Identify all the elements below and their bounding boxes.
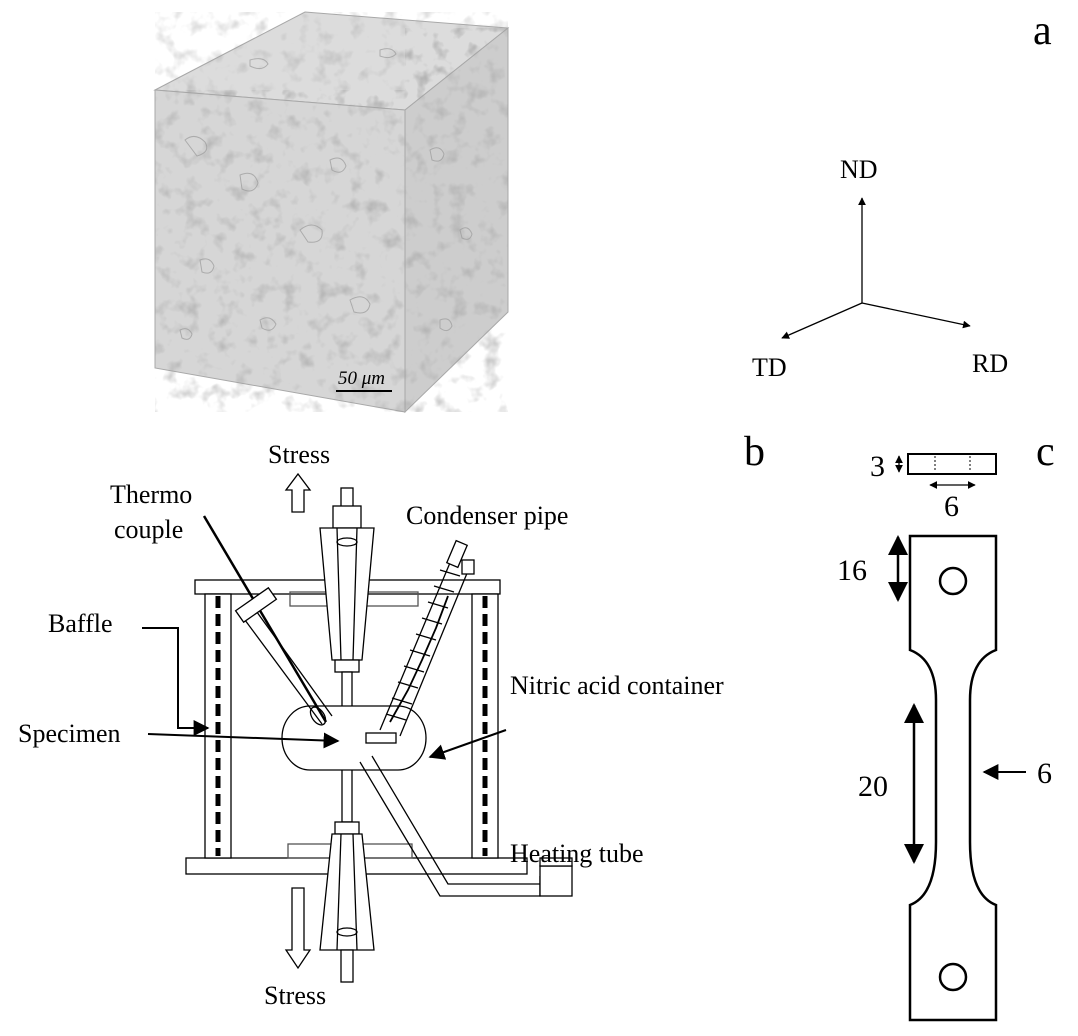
lower-grip bbox=[319, 833, 375, 951]
acid-container bbox=[281, 705, 427, 771]
top-width-label: 6 bbox=[944, 490, 959, 523]
grip-length-label: 16 bbox=[837, 554, 867, 587]
apparatus bbox=[185, 472, 573, 983]
specimen-drawing bbox=[888, 453, 1026, 1022]
specimen-label: Specimen bbox=[18, 719, 121, 748]
thickness-label: 3 bbox=[870, 450, 885, 483]
stress-top-label: Stress bbox=[268, 440, 330, 469]
leader-lines bbox=[142, 627, 507, 760]
panel-label-a: a bbox=[1033, 8, 1052, 54]
nitric-label: Nitric acid container bbox=[510, 671, 724, 700]
nd-label: ND bbox=[840, 155, 878, 184]
nitric-leader bbox=[428, 729, 507, 760]
gauge-width-label: 6 bbox=[1037, 757, 1052, 790]
thermocouple bbox=[202, 515, 328, 723]
panel-label-b: b bbox=[744, 429, 765, 475]
rd-axis bbox=[861, 302, 971, 329]
stress-arrow-bottom bbox=[284, 887, 312, 970]
micrograph-cube: 50 μm bbox=[153, 11, 510, 414]
bottom-hole bbox=[938, 962, 968, 992]
gauge-length-label: 20 bbox=[858, 770, 888, 803]
baffle-label: Baffle bbox=[48, 609, 113, 638]
dogbone-outline bbox=[908, 534, 998, 1022]
rd-label: RD bbox=[972, 349, 1008, 378]
baffle-leader bbox=[142, 627, 210, 736]
heating-tube bbox=[359, 755, 541, 897]
cross-section bbox=[907, 453, 997, 475]
scale-bar-label: 50 μm bbox=[338, 368, 385, 389]
stress-arrow-top bbox=[284, 472, 312, 513]
td-axis bbox=[781, 302, 863, 339]
orientation-axes: ND TD RD bbox=[752, 155, 1008, 382]
condenser-label: Condenser pipe bbox=[406, 501, 568, 530]
td-label: TD bbox=[752, 353, 787, 382]
heating-label: Heating tube bbox=[510, 839, 644, 868]
condenser-pipe bbox=[365, 539, 475, 744]
panel-label-c: c bbox=[1036, 429, 1055, 475]
specimen-leader bbox=[147, 732, 340, 749]
thermocouple-label-line2: couple bbox=[114, 515, 183, 544]
thermocouple-label-line1: Thermo bbox=[110, 480, 192, 509]
stress-bottom-label: Stress bbox=[264, 981, 326, 1010]
top-hole bbox=[938, 566, 968, 596]
upper-grip bbox=[319, 527, 375, 661]
